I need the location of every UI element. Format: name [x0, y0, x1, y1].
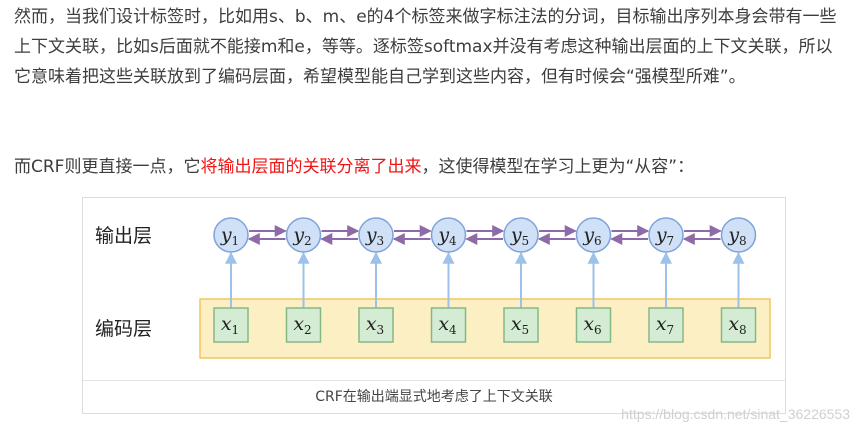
output-node	[358, 217, 394, 253]
input-node	[213, 307, 249, 343]
input-node	[648, 307, 684, 343]
output-node	[285, 217, 322, 253]
input-node-label: x2	[293, 313, 311, 337]
output-layer-label: 输出层	[95, 225, 152, 247]
input-node	[285, 307, 322, 343]
output-node-label: y6	[582, 224, 601, 248]
figure-caption: CRF在输出端显式地考虑了上下文关联	[83, 380, 785, 413]
input-node-label: x7	[656, 313, 674, 337]
output-node-label: y8	[727, 224, 746, 248]
input-node-label: x1	[221, 313, 239, 337]
input-node	[358, 307, 394, 343]
paragraph-crf-after: ，这使得模型在学习上更为“从容”：	[421, 157, 695, 177]
output-node	[213, 217, 249, 253]
output-node	[575, 217, 612, 253]
paragraph-crf-before: 而CRF则更直接一点，它	[14, 157, 201, 177]
output-node	[720, 217, 757, 253]
output-node-label: y4	[437, 224, 457, 248]
encoder-layer-label: 编码层	[95, 318, 152, 340]
output-node-label: y3	[365, 224, 384, 248]
input-node-label: x4	[438, 313, 457, 337]
output-node	[648, 217, 684, 253]
output-node-label: y5	[510, 224, 529, 248]
paragraph-crf-highlight: 将输出层面的关联分离了出来	[200, 157, 422, 177]
output-node-label: y1	[220, 224, 239, 248]
input-node	[503, 307, 539, 343]
paragraph-intro: 然而，当我们设计标签时，比如用s、b、m、e的4个标签来做字标注法的分词，目标输…	[14, 7, 837, 87]
output-node-label: y2	[292, 224, 311, 248]
input-node-label: x3	[366, 313, 384, 337]
input-node	[430, 307, 467, 343]
input-node-label: x6	[583, 313, 601, 337]
encoder-band	[199, 298, 771, 359]
input-node-label: x8	[728, 313, 746, 337]
crf-figure: 输出层编码层 y1 x1 y2 x2 y3 x3 y4 x4 y5 x5 y6 x6 y7 x7 y8 x8 C…	[82, 197, 786, 414]
input-node	[720, 307, 757, 343]
watermark: https://blog.csdn.net/sinat_36226553	[621, 406, 850, 422]
input-node-label: x5	[511, 313, 529, 337]
paragraph-crf: 而CRF则更直接一点，它将输出层面的关联分离了出来，这使得模型在学习上更为“从容…	[14, 152, 846, 182]
output-node	[430, 217, 467, 253]
input-node	[575, 307, 612, 343]
output-node	[503, 217, 539, 253]
output-node-label: y7	[655, 224, 674, 248]
